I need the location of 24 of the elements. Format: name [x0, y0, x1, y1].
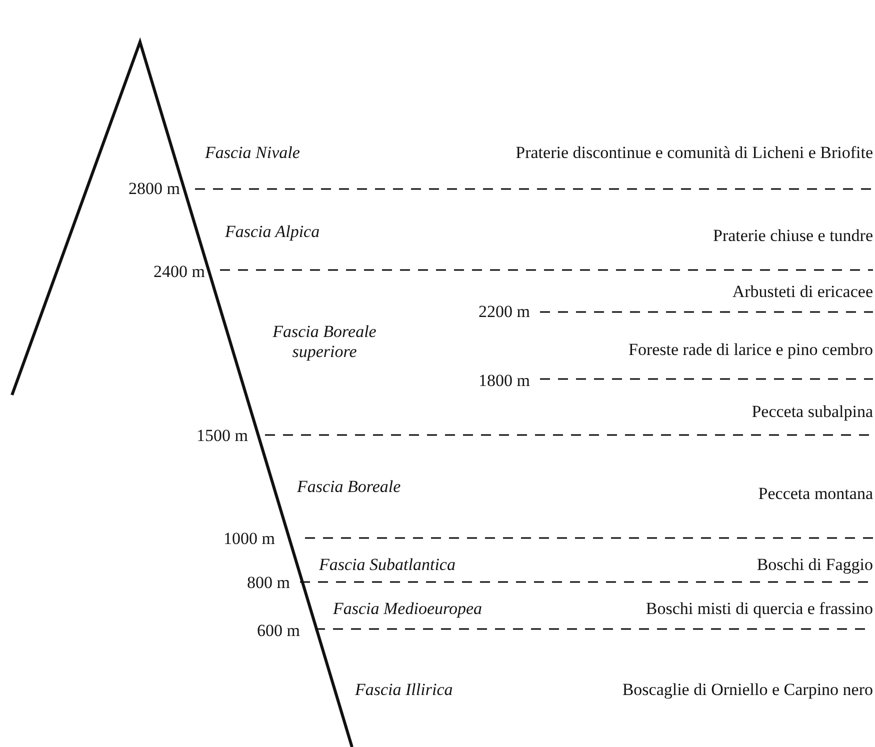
zone-label: Fascia Alpica	[225, 222, 320, 242]
vegetation-label: Arbusteti di ericacee	[732, 282, 873, 302]
altitude-label: 1800 m	[478, 371, 530, 391]
zone-label: Fascia Nivale	[205, 143, 300, 163]
altitude-label: 1500 m	[196, 426, 248, 446]
altitude-label: 1000 m	[224, 529, 275, 549]
vegetation-label: Praterie discontinue e comunità di Licheni e Briofite	[516, 143, 873, 163]
zone-label: Fascia Boreale superiore	[272, 322, 378, 362]
vegetation-label: Pecceta subalpina	[752, 402, 873, 422]
zone-label: Fascia Illirica	[355, 680, 453, 700]
altitude-label: 600 m	[257, 621, 300, 641]
zone-label: Fascia Medioeuropea	[333, 599, 482, 619]
zone-label: Fascia Boreale	[297, 477, 401, 497]
altitude-label: 2800 m	[128, 179, 180, 199]
vegetation-label: Boscaglie di Orniello e Carpino nero	[622, 680, 873, 700]
altitude-label: 2200 m	[478, 302, 530, 322]
zone-label: Fascia Subatlantica	[319, 555, 456, 575]
vegetation-label: Boschi di Faggio	[756, 555, 873, 575]
vegetation-label: Praterie chiuse e tundre	[712, 226, 873, 246]
vegetation-label: Boschi misti di quercia e frassino	[646, 599, 873, 619]
vegetation-label: Foreste rade di larice e pino cembro	[628, 340, 873, 360]
altitude-label: 800 m	[247, 573, 290, 593]
vegetation-label: Pecceta montana	[758, 484, 873, 504]
altitude-label: 2400 m	[154, 262, 205, 282]
